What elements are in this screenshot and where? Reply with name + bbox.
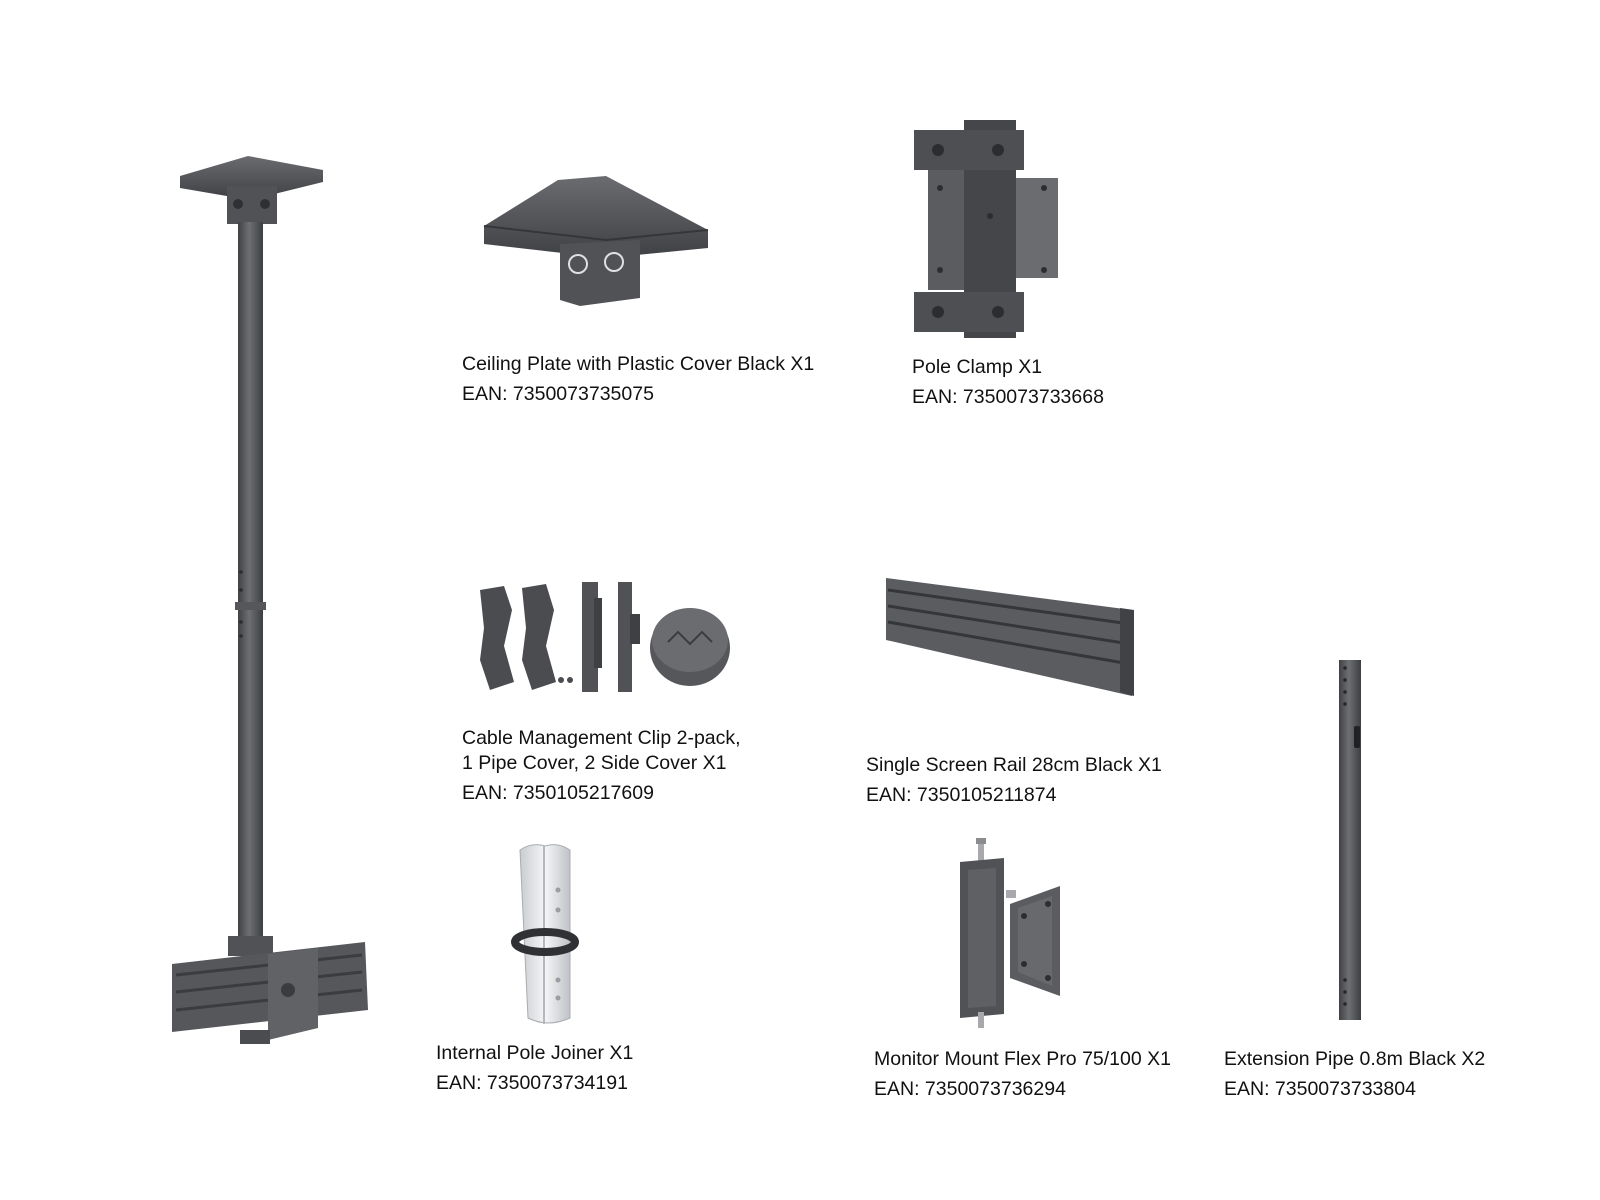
product-caption: Cable Management Clip 2-pack, 1 Pipe Cov… [462,726,741,806]
product-name: Extension Pipe 0.8m Black X2 [1224,1048,1486,1070]
ceiling-plate-icon [483,176,709,306]
product-name: 1 Pipe Cover, 2 Side Cover X1 [462,752,727,774]
product-caption: Ceiling Plate with Plastic Cover Black X… [462,349,814,409]
product-ean: EAN: 7350073736294 [874,1078,1066,1100]
product-ean: EAN: 7350073735075 [462,383,654,405]
monitor-mount-icon [960,838,1060,1028]
extension-pipe-icon [1339,660,1361,1020]
cable-clip-icon [480,582,730,692]
product-name: Single Screen Rail 28cm Black X1 [866,754,1162,776]
product-caption: Extension Pipe 0.8m Black X2 EAN: 735007… [1224,1044,1485,1104]
screen-rail-icon [886,578,1134,696]
product-name: Pole Clamp X1 [912,356,1043,378]
product-name: Internal Pole Joiner X1 [436,1042,634,1064]
pole-clamp-icon [914,120,1058,338]
product-name: Monitor Mount Flex Pro 75/100 X1 [874,1048,1171,1070]
product-ean: EAN: 7350105217609 [462,782,654,804]
product-ean: EAN: 7350073733668 [912,386,1104,408]
product-caption: Internal Pole Joiner X1 EAN: 73500737341… [436,1038,633,1098]
product-name: Cable Management Clip 2-pack, [462,727,741,749]
product-ean: EAN: 7350073733804 [1224,1078,1416,1100]
product-caption: Single Screen Rail 28cm Black X1 EAN: 73… [866,750,1162,810]
product-ean: EAN: 7350073734191 [436,1072,628,1094]
assembled-ceiling-mount-icon [172,156,368,1044]
product-caption: Pole Clamp X1 EAN: 7350073733668 [912,352,1104,412]
product-ean: EAN: 7350105211874 [866,784,1057,806]
product-caption: Monitor Mount Flex Pro 75/100 X1 EAN: 73… [874,1044,1171,1104]
pole-joiner-icon [511,844,579,1024]
product-name: Ceiling Plate with Plastic Cover Black X… [462,353,815,375]
